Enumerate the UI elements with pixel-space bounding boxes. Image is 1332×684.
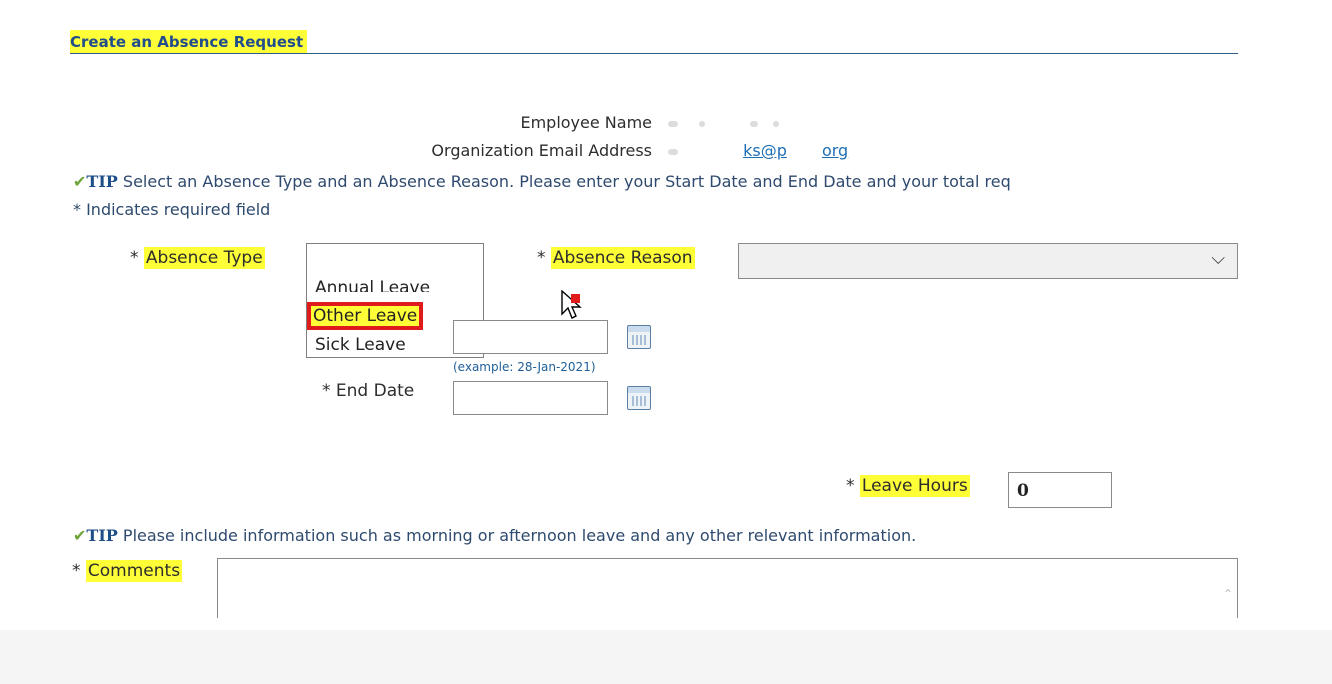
check-icon: ✔ xyxy=(73,172,87,191)
tip-absence-instructions: ✔TIP Select an Absence Type and an Absen… xyxy=(73,172,1238,191)
check-icon: ✔ xyxy=(73,526,87,545)
scroll-up-icon[interactable]: ⌃ xyxy=(1222,587,1233,601)
required-marker: * xyxy=(130,248,139,268)
calendar-icon[interactable] xyxy=(627,325,651,349)
absence-type-label-text: Absence Type xyxy=(143,247,265,269)
calendar-icon[interactable] xyxy=(627,386,651,410)
start-date-input[interactable] xyxy=(453,320,608,354)
required-marker: * xyxy=(846,476,855,496)
employee-name-value xyxy=(668,113,780,132)
leave-hours-label: * Leave Hours xyxy=(846,475,970,497)
required-marker: * xyxy=(322,381,331,401)
required-marker: * xyxy=(537,248,546,268)
comments-label: * Comments xyxy=(72,560,183,582)
chevron-down-icon[interactable]: ⌵ xyxy=(1211,248,1225,269)
absence-type-option[interactable]: Sick Leave xyxy=(315,335,406,355)
required-marker: * xyxy=(72,561,81,581)
absence-type-label: * Absence Type xyxy=(130,247,265,269)
required-field-note: * Indicates required field xyxy=(73,200,271,219)
leave-hours-label-text: Leave Hours xyxy=(859,475,970,497)
email-fragment-2: org xyxy=(821,141,849,160)
employee-name-label: Employee Name xyxy=(520,113,652,132)
absence-type-option-selected[interactable]: Other Leave xyxy=(306,302,424,330)
organization-email-value[interactable]: ks@p org xyxy=(668,141,848,160)
tip-text: Select an Absence Type and an Absence Re… xyxy=(122,172,1011,191)
bottom-band xyxy=(0,630,1332,684)
page-title: Create an Absence Request xyxy=(70,30,308,54)
tip-comments-instructions: ✔TIP Please include information such as … xyxy=(73,526,916,545)
start-date-example: (example: 28-Jan-2021) xyxy=(453,360,596,374)
absence-reason-label: * Absence Reason xyxy=(537,247,695,269)
comments-label-text: Comments xyxy=(85,560,183,582)
absence-type-option[interactable]: Annual Leave xyxy=(315,278,431,292)
tip-text: Please include information such as morni… xyxy=(122,526,917,545)
end-date-label-text: End Date xyxy=(335,381,415,401)
absence-type-listbox[interactable]: Annual Leave Other Leave Sick Leave xyxy=(306,243,484,358)
absence-reason-label-text: Absence Reason xyxy=(550,247,695,269)
leave-hours-input[interactable]: 0 xyxy=(1008,472,1112,508)
organization-email-label: Organization Email Address xyxy=(431,141,652,160)
absence-reason-select[interactable]: ⌵ xyxy=(738,243,1238,279)
tip-label: TIP xyxy=(86,526,118,545)
mouse-pointer-icon xyxy=(561,290,582,319)
tip-label: TIP xyxy=(86,172,118,191)
comments-textarea[interactable]: ⌃ xyxy=(217,558,1238,618)
title-divider xyxy=(70,53,1238,54)
end-date-label: * End Date xyxy=(322,381,414,401)
email-fragment-1: ks@p xyxy=(743,141,787,160)
end-date-input[interactable] xyxy=(453,381,608,415)
